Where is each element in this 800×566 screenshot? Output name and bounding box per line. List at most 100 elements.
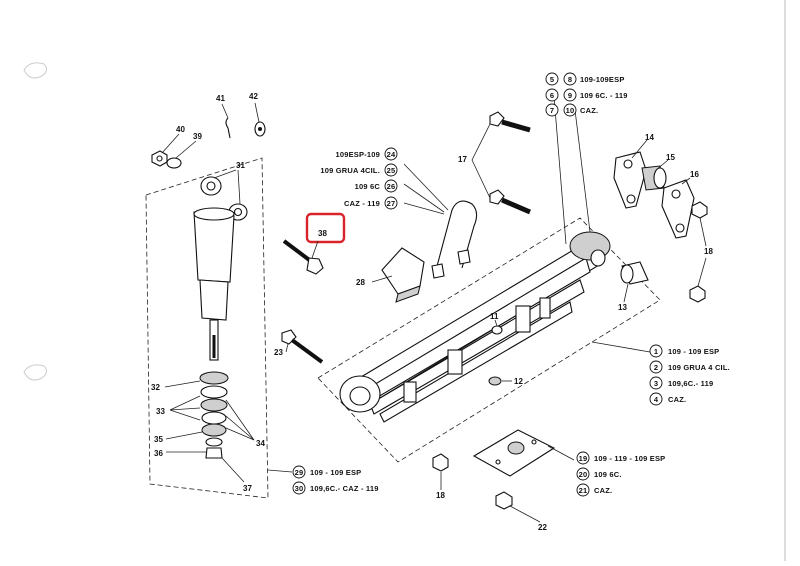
label-15: 15 <box>666 153 675 162</box>
label-38: 38 <box>318 229 327 238</box>
legend-top-row-2: 6 9 109 6C. - 119 <box>545 88 628 102</box>
legend-top-row-3: 7 10 CAZ. <box>545 103 598 117</box>
svg-text:21: 21 <box>579 486 588 495</box>
legend-ubolt-row-1: 109ESP-109 24 <box>335 147 398 161</box>
svg-text:CAZ.: CAZ. <box>580 106 598 115</box>
legend-ubolt-row-4: CAZ - 119 27 <box>344 196 398 210</box>
svg-text:10: 10 <box>566 106 575 115</box>
label-12: 12 <box>514 377 523 386</box>
bolt-17-upper-icon <box>489 111 531 133</box>
label-28: 28 <box>356 278 365 287</box>
legend-spring-row-4: 4 CAZ. <box>649 392 686 406</box>
svg-text:26: 26 <box>387 182 396 191</box>
svg-text:CAZ.: CAZ. <box>594 486 612 495</box>
label-31: 31 <box>236 161 245 170</box>
leaf-spring-icon <box>339 231 611 423</box>
label-11: 11 <box>490 312 499 321</box>
label-18-bottom: 18 <box>436 491 445 500</box>
legend-spring-row-2: 2 109 GRUA 4 CIL. <box>649 360 730 374</box>
label-40: 40 <box>176 125 185 134</box>
bushing-13-icon <box>620 261 649 285</box>
svg-text:24: 24 <box>387 150 396 159</box>
label-18-right: 18 <box>704 247 713 256</box>
svg-text:25: 25 <box>387 166 396 175</box>
shock-absorber-icon <box>193 207 235 361</box>
part-number-labels: 41 42 40 39 31 38 32 33 35 36 34 37 17 2… <box>151 92 713 532</box>
legend-spring: 1 109 - 109 ESP 2 109 GRUA 4 CIL. 3 109,… <box>649 344 730 406</box>
nut-40-icon <box>151 150 168 167</box>
leader-lines <box>161 95 707 523</box>
legend-top: 5 8 109-109ESP 6 9 109 6C. - 119 7 10 CA… <box>545 72 628 117</box>
label-32: 32 <box>151 383 160 392</box>
bushing-31-icon <box>200 176 248 221</box>
legend-ubolt-row-3: 109 6C 26 <box>355 179 398 193</box>
bolt-17-lower-icon <box>489 189 531 215</box>
legend-plate-row-3: 21 CAZ. <box>576 483 612 497</box>
spring-plate-icon <box>472 429 556 477</box>
label-22: 22 <box>538 523 547 532</box>
svg-text:CAZ - 119: CAZ - 119 <box>344 199 380 208</box>
svg-text:109,6C.- CAZ - 119: 109,6C.- CAZ - 119 <box>310 484 379 493</box>
nut-18-bottom-icon <box>432 453 449 472</box>
svg-text:1: 1 <box>654 347 658 356</box>
label-36: 36 <box>154 449 163 458</box>
punch-hole-top <box>23 62 48 79</box>
nut-18-right-icon <box>689 285 706 303</box>
legend-plate: 19 109 - 119 - 109 ESP 20 109 6C. 21 CAZ… <box>576 451 665 497</box>
bolt-23-icon <box>281 329 324 364</box>
svg-text:CAZ.: CAZ. <box>668 395 686 404</box>
label-17: 17 <box>458 155 467 164</box>
rubber-stack-icon <box>199 371 229 459</box>
bracket-28-icon <box>381 247 425 303</box>
label-34: 34 <box>256 439 265 448</box>
svg-text:20: 20 <box>579 470 588 479</box>
svg-text:109 - 119 - 109 ESP: 109 - 119 - 109 ESP <box>594 454 665 463</box>
svg-text:29: 29 <box>295 468 304 477</box>
nut-22-icon <box>495 491 513 510</box>
highlight-box-38 <box>305 212 346 244</box>
svg-text:109 GRUA 4 CIL.: 109 GRUA 4 CIL. <box>668 363 730 372</box>
washer-39-icon <box>166 157 182 169</box>
svg-text:5: 5 <box>550 75 554 84</box>
nut-11-icon <box>491 325 503 335</box>
label-33: 33 <box>156 407 165 416</box>
label-14: 14 <box>645 133 654 142</box>
shackle-16-icon <box>661 179 695 239</box>
legend-ubolt-row-2: 109 GRUA 4CIL. 25 <box>320 163 398 177</box>
spring-group-outline <box>317 217 661 463</box>
legend-plate-row-1: 19 109 - 119 - 109 ESP <box>576 451 665 465</box>
svg-text:19: 19 <box>579 454 588 463</box>
legend-plate-row-2: 20 109 6C. <box>576 467 622 481</box>
svg-text:3: 3 <box>654 379 658 388</box>
label-42: 42 <box>249 92 258 101</box>
split-pin-41-icon <box>225 117 231 139</box>
svg-text:27: 27 <box>387 199 396 208</box>
svg-text:8: 8 <box>568 75 572 84</box>
label-13: 13 <box>618 303 627 312</box>
label-16: 16 <box>690 170 699 179</box>
legend-shock-row-1: 29 109 - 109 ESP <box>292 465 361 479</box>
legend-spring-row-1: 1 109 - 109 ESP <box>649 344 719 358</box>
label-39: 39 <box>193 132 202 141</box>
label-37: 37 <box>243 484 252 493</box>
svg-text:9: 9 <box>568 91 572 100</box>
nut-12-icon <box>488 376 502 386</box>
label-35: 35 <box>154 435 163 444</box>
shackle-14-icon <box>613 151 647 209</box>
svg-text:30: 30 <box>295 484 304 493</box>
label-23: 23 <box>274 348 283 357</box>
legend-shock-row-2: 30 109,6C.- CAZ - 119 <box>292 481 379 495</box>
shock-group-outline <box>145 157 269 499</box>
nut-upper-icon <box>691 201 708 219</box>
u-bolt-icon <box>431 200 478 279</box>
svg-text:109 GRUA 4CIL.: 109 GRUA 4CIL. <box>320 166 380 175</box>
svg-text:109 6C. - 119: 109 6C. - 119 <box>580 91 628 100</box>
svg-text:109 6C: 109 6C <box>355 182 381 191</box>
label-41: 41 <box>216 94 225 103</box>
svg-text:109 6C.: 109 6C. <box>594 470 622 479</box>
svg-text:109ESP-109: 109ESP-109 <box>335 150 380 159</box>
svg-text:109 - 109 ESP: 109 - 109 ESP <box>310 468 361 477</box>
bushing-15-icon <box>641 165 667 191</box>
